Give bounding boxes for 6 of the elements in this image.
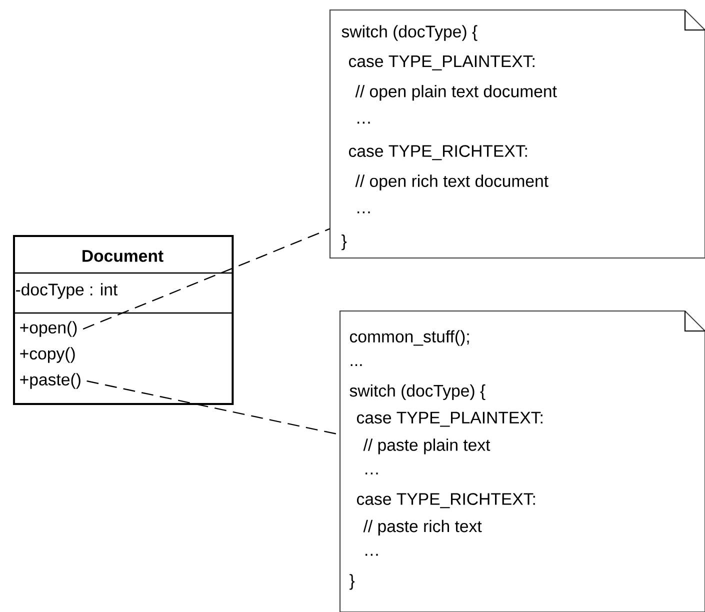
dashed-connector bbox=[82, 228, 330, 330]
operation-text: +open() bbox=[20, 321, 77, 337]
operation-text: +copy() bbox=[20, 347, 75, 363]
note-box: switch (docType) { case TYPE_PLAINTEXT: // open plain text document … case TYPE_RICHTEXT: // open rich text document … } bbox=[329, 9, 705, 259]
note-box: common_stuff(); ... switch (docType) { case TYPE_PLAINTEXT: // paste plain text … case TYPE_RICHTEXT: // paste rich text … } bbox=[339, 310, 705, 612]
operation-text: +paste() bbox=[20, 373, 80, 389]
